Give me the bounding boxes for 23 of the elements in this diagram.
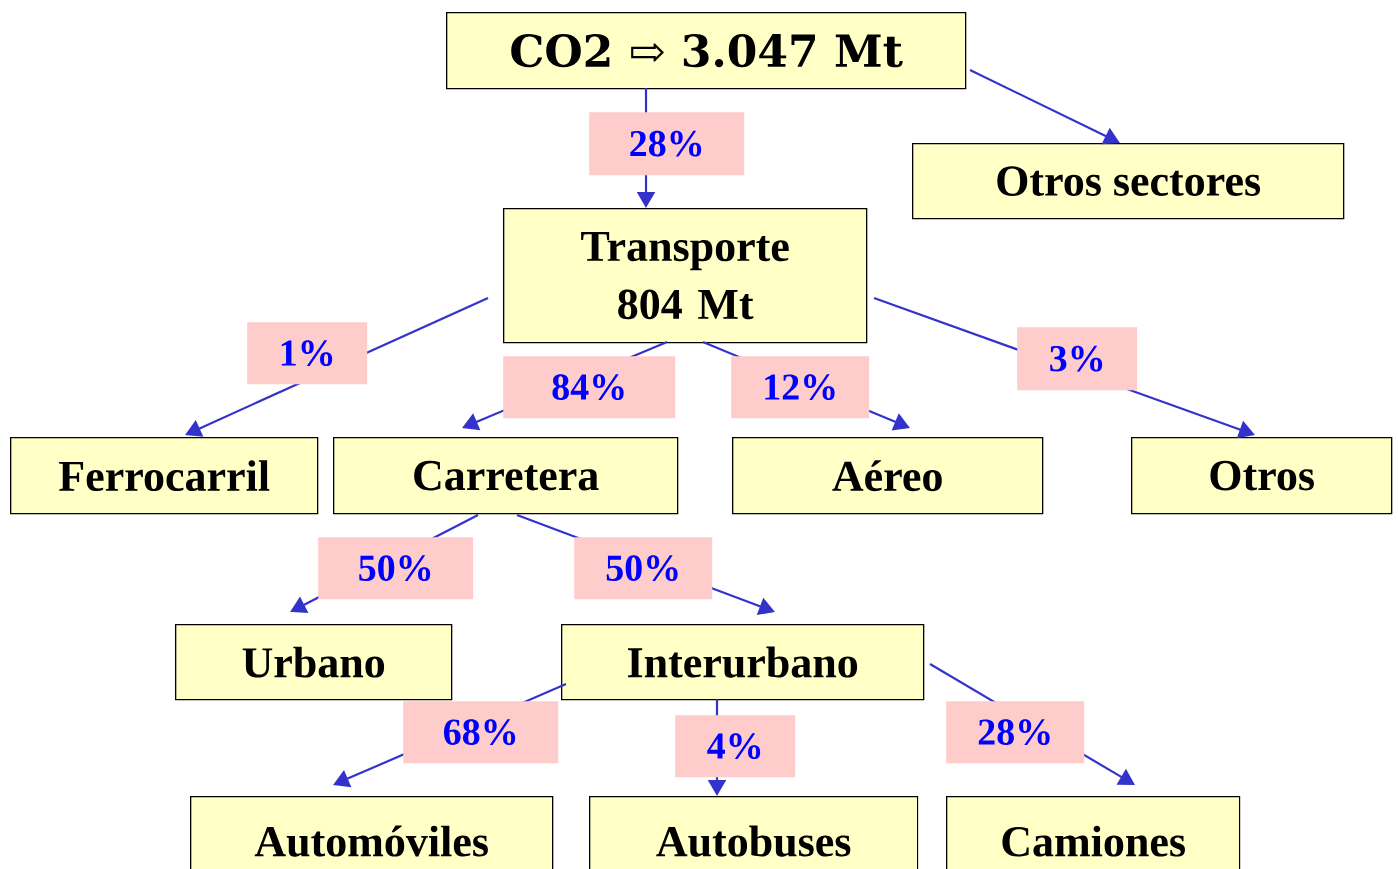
text-box: Aéreo: [732, 437, 1044, 515]
edge-label: 50%: [318, 537, 474, 600]
edge-label: 68%: [403, 701, 559, 764]
edge-label: 4%: [675, 715, 796, 778]
text-box: Ferrocarril: [10, 437, 319, 515]
text-box: Camiones: [946, 796, 1241, 869]
text-box: Automóviles: [190, 796, 554, 869]
arrow: [969, 69, 1120, 145]
edge-label: 84%: [503, 356, 676, 419]
text-box: CO2 ⇨ 3.047 Mt: [446, 12, 967, 90]
edge-label: 12%: [731, 356, 870, 419]
text-box: Urbano: [175, 624, 453, 701]
edge-label: 50%: [574, 537, 713, 600]
edge-label: 28%: [589, 112, 745, 176]
edge-label: 28%: [946, 701, 1085, 764]
text-box: Carretera: [333, 437, 679, 515]
text-box: Interurbano: [561, 624, 925, 701]
edge-label: 3%: [1017, 327, 1138, 391]
text-box: Autobuses: [589, 796, 919, 869]
text-box: Otros: [1131, 437, 1393, 515]
text-box: Otros sectores: [912, 143, 1345, 220]
edge-label: 1%: [247, 322, 368, 385]
text-box: Transporte 804 Mt: [503, 208, 868, 344]
